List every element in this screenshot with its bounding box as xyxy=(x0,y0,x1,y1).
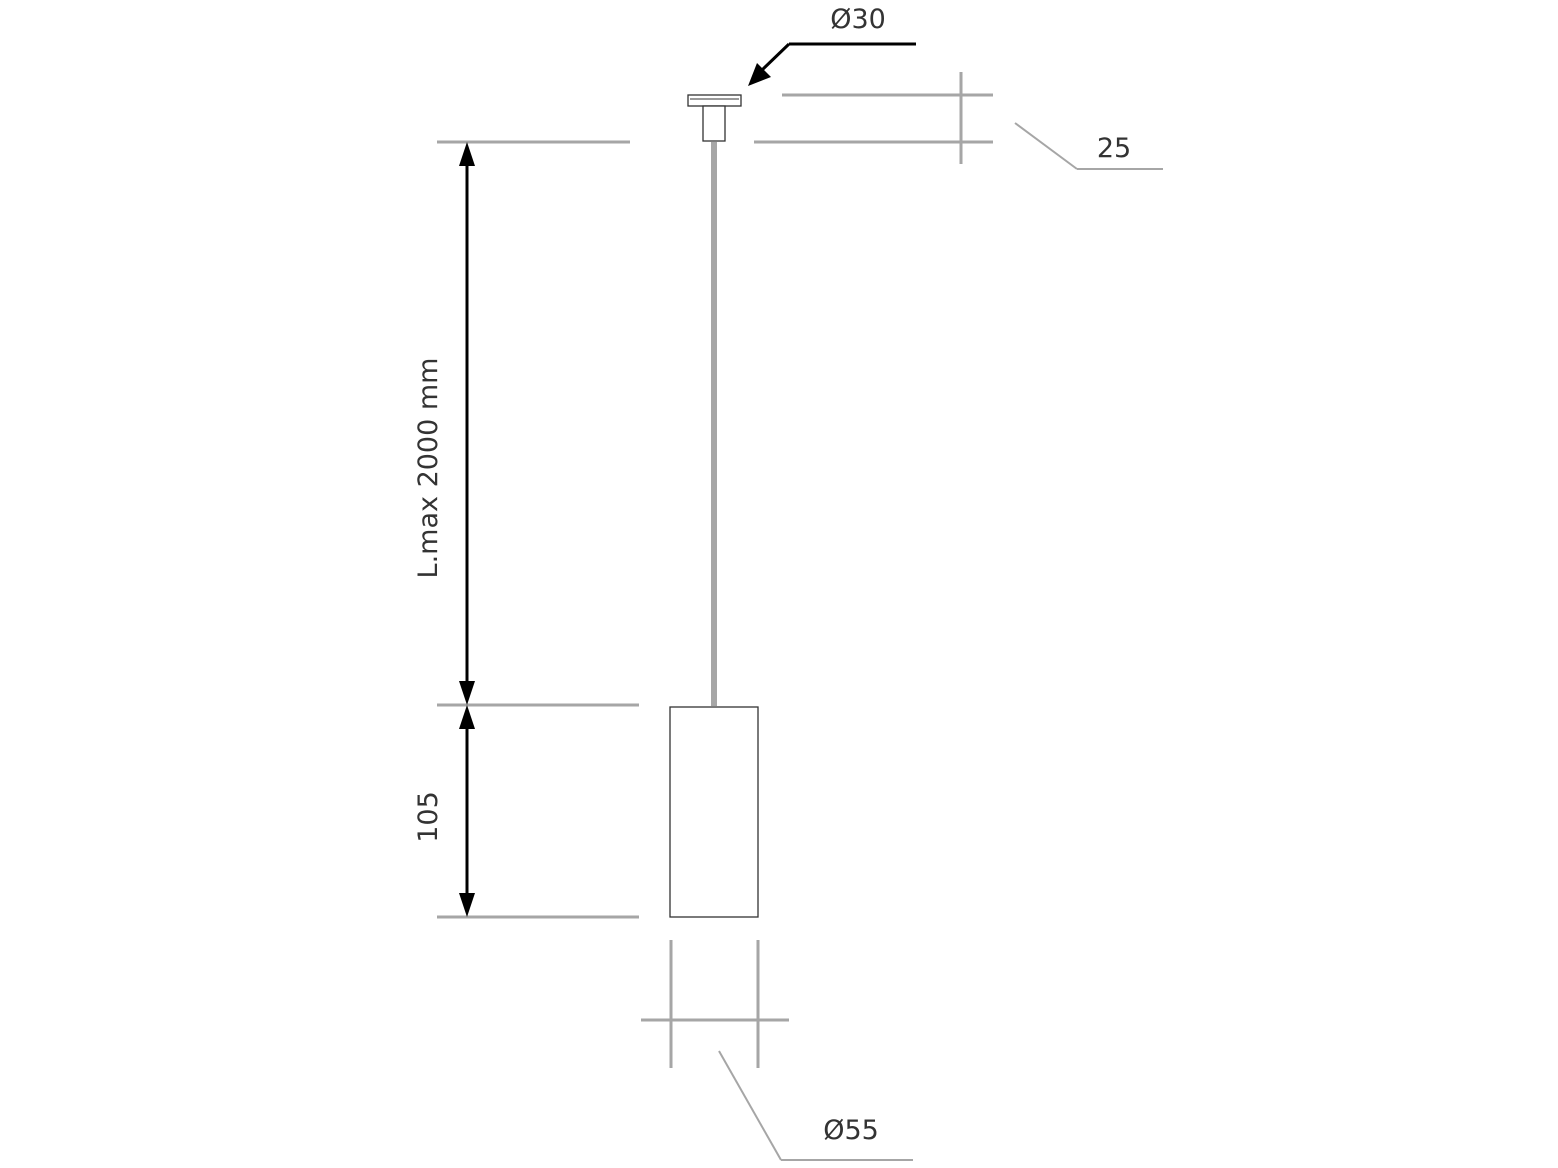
cable-length-label: L.max 2000 mm xyxy=(413,358,444,579)
cable-length-arrowhead-top xyxy=(459,142,475,166)
canopy-height-leader-diagonal xyxy=(1014,122,1078,170)
cable-length-arrowhead-bottom xyxy=(459,681,475,705)
body-height-label: 105 xyxy=(413,791,444,843)
canopy-diameter-callout: Ø30 xyxy=(748,4,916,86)
canopy-plate xyxy=(687,94,742,107)
body-diameter-label: Ø55 xyxy=(823,1115,879,1146)
canopy-leader-arrowhead xyxy=(748,63,771,86)
body-diameter-leader-diagonal xyxy=(718,1050,782,1161)
canopy-diameter-label: Ø30 xyxy=(830,4,886,35)
canopy-stem xyxy=(702,105,726,142)
lamp-body xyxy=(669,706,759,918)
body-diameter-dimension: Ø55 xyxy=(641,940,913,1161)
canopy-height-dimension: 25 xyxy=(754,72,1163,170)
ceiling-canopy xyxy=(687,94,742,142)
vertical-dimensions: L.max 2000 mm 105 xyxy=(413,140,639,919)
canopy-leader-diagonal xyxy=(760,42,791,72)
body-height-arrowhead-bottom xyxy=(459,893,475,917)
body-height-arrowhead-top xyxy=(459,705,475,729)
canopy-height-label: 25 xyxy=(1097,133,1131,164)
